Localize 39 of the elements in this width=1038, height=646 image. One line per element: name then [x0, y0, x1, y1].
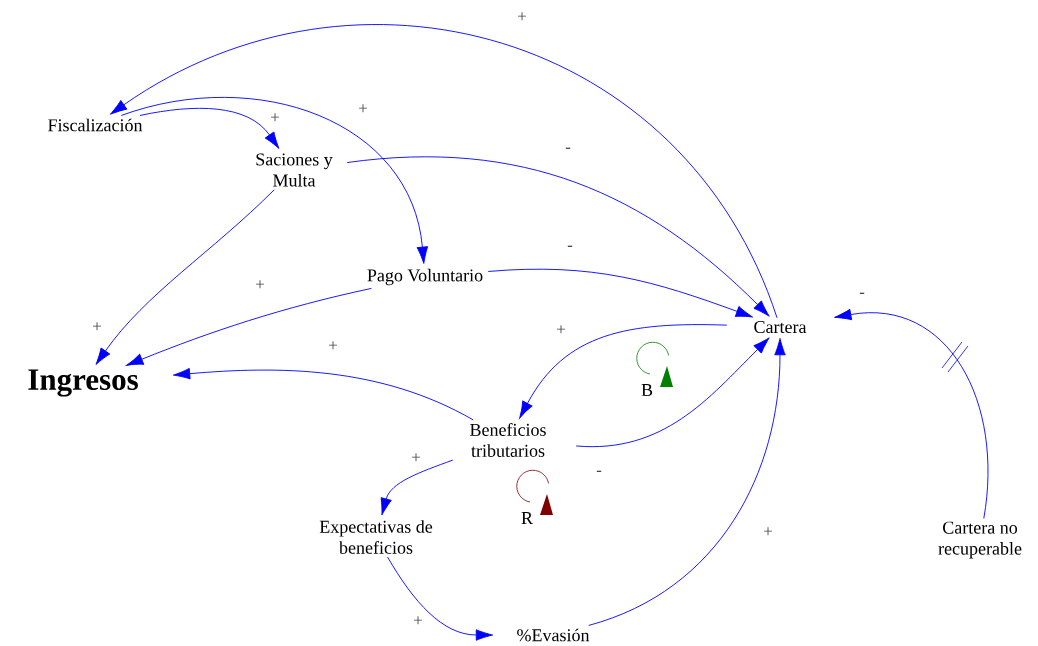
polarity-sign: + — [256, 280, 264, 289]
polarity-sign: + — [93, 322, 101, 331]
polarity-sign: + — [518, 12, 526, 21]
causal-arrow — [575, 337, 770, 448]
polarity-sign: + — [359, 104, 367, 113]
heading-text: Ingresos — [28, 369, 138, 397]
causal-arrow — [95, 189, 275, 365]
polarity-sign: + — [271, 113, 279, 122]
variable-label: Expectativas de beneficios — [319, 520, 433, 554]
polarity-sign: + — [414, 616, 422, 625]
causal-arrow — [487, 268, 753, 318]
polarity-sign: - — [859, 292, 865, 294]
variable-label: Pago Voluntario — [367, 268, 483, 286]
causal-arrow — [139, 107, 280, 149]
causal-arrow — [346, 156, 770, 317]
variable-label: Cartera no recuperable — [938, 521, 1022, 559]
causal-arrow — [172, 367, 474, 421]
polarity-sign: - — [565, 147, 571, 149]
causal-arrow — [588, 338, 786, 626]
variable-label: Beneficios tributarios — [470, 423, 546, 457]
polarity-sign: - — [596, 470, 602, 472]
causal-arrow — [834, 308, 989, 519]
variable-label: Cartera — [754, 320, 807, 334]
polarity-sign: + — [329, 341, 337, 350]
polarity-sign: + — [412, 453, 420, 462]
polarity-sign: - — [567, 245, 573, 247]
causal-arrow — [380, 459, 454, 516]
polarity-sign: + — [557, 325, 565, 334]
loop-label: R — [521, 512, 533, 524]
causal-arrow — [519, 324, 728, 419]
causal-arrow — [126, 287, 372, 366]
polarity-sign: + — [764, 527, 772, 536]
causal-arrow — [109, 24, 778, 319]
causal-arrow — [387, 556, 494, 641]
variable-label: Fiscalización — [48, 118, 143, 132]
causal-arrow — [120, 96, 429, 264]
loop-label: B — [641, 384, 653, 396]
variable-label: %Evasión — [517, 628, 590, 642]
variable-label: Saciones y Multa — [256, 153, 333, 187]
